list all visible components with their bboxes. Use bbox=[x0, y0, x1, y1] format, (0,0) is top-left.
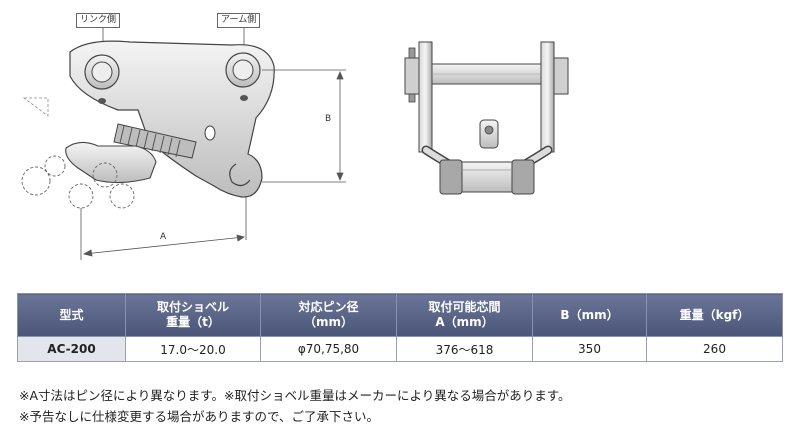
link-side-label: リンク側 bbox=[76, 13, 121, 28]
arm-side-label: アーム側 bbox=[217, 13, 261, 28]
dimension-a-label: A bbox=[160, 232, 167, 242]
header-pin-diameter: 対応ピン径（mm） bbox=[260, 293, 397, 337]
cell-pin-center-a: 376〜618 bbox=[396, 336, 533, 362]
cell-b: 350 bbox=[532, 336, 647, 362]
table-row: AC-200 17.0〜20.0 φ70,75,80 376〜618 350 2… bbox=[17, 336, 783, 362]
dimension-b-label: B bbox=[325, 114, 332, 124]
header-weight: 重量（kgf） bbox=[646, 293, 783, 337]
cell-model: AC-200 bbox=[17, 336, 126, 362]
header-b: B（mm） bbox=[532, 293, 647, 337]
cell-excavator-weight: 17.0〜20.0 bbox=[125, 336, 261, 362]
cell-pin-diameter: φ70,75,80 bbox=[260, 336, 397, 362]
note-line-2: ※予告なしに仕様変更する場合がありますので、ご了承下さい。 bbox=[19, 409, 379, 424]
product-drawing bbox=[21, 27, 569, 260]
header-model: 型式 bbox=[17, 293, 126, 337]
note-line-1: ※A寸法はピン径により異なります。※取付ショベル重量はメーカーにより異なる場合が… bbox=[19, 388, 571, 403]
cell-weight: 260 bbox=[646, 336, 783, 362]
front-view-drawing bbox=[404, 41, 569, 195]
side-view-drawing bbox=[21, 27, 346, 260]
header-excavator-weight: 取付ショベル重量（t） bbox=[125, 293, 261, 337]
